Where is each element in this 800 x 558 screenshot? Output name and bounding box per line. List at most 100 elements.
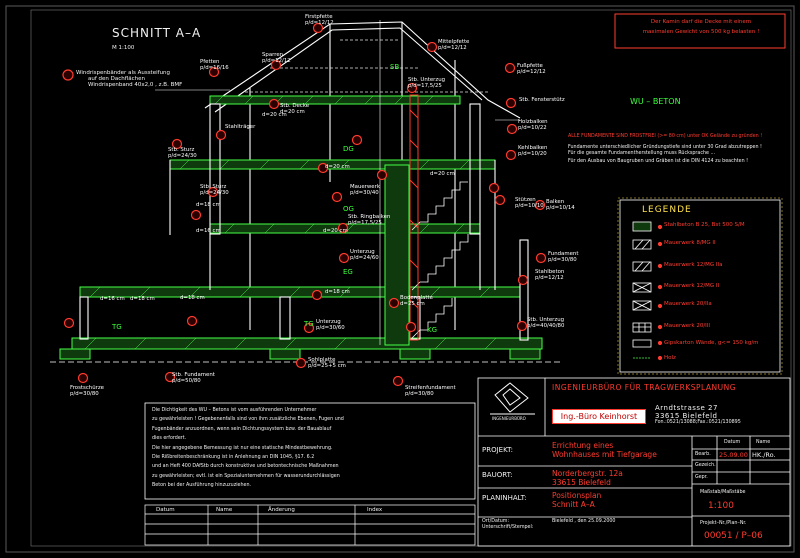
- address-line: 33615 Bielefeld: [655, 412, 718, 420]
- callout-label: Stb. Ringbalken p/d=17,5/25: [348, 214, 391, 226]
- bauort-line: Norderbergstr. 12a: [552, 469, 623, 478]
- bauort-value: Norderbergstr. 12a 33615 Bielefeld: [552, 469, 623, 487]
- floor-label-og: OG: [343, 205, 354, 213]
- floor-label-kg: KG: [427, 326, 438, 334]
- callout-label: Stahlträger: [225, 124, 256, 130]
- callout-label: Bodenplatte d=25 cm: [400, 295, 433, 307]
- callout-label: Stb. Decke d=20 cm: [280, 103, 310, 115]
- bauort-line: 33615 Bielefeld: [552, 478, 611, 487]
- callout-label: Unterzug p/d=24/60: [350, 249, 379, 261]
- callout-label: Stb. Fundament p/d=50/80: [172, 372, 215, 384]
- floor-label-dg: DG: [343, 145, 354, 153]
- revision-header-index: Index: [367, 507, 383, 513]
- notes-line: Fugenbänder anzuordnen, wenn sein Dichtu…: [152, 426, 332, 432]
- revision-header-aenderung: Änderung: [268, 507, 295, 513]
- mini-row-datum: 25.09.00: [719, 451, 748, 459]
- wall-note-line: Windrispenband 40x2,0 , z.B. BMF: [88, 82, 183, 88]
- callout-label: Balken p/d=10/14: [546, 199, 575, 211]
- wall-note-line: Windrispenbänder als Aussteifung: [76, 70, 171, 76]
- callout-label: d=18 cm: [130, 296, 155, 302]
- mini-row-name: HK./Ro.: [752, 451, 776, 459]
- projekt-value: Errichtung eines Wohnhauses mit Tiefgara…: [552, 441, 657, 459]
- notes-line: zu gewährleisten; evtl. ist ein Spezialu…: [152, 473, 340, 479]
- dimension-label: d=16 cm: [196, 228, 221, 234]
- logo-caption: INGENIEURBÜRO: [492, 416, 526, 421]
- unterschrift-label: Unterschrift/Stempel:: [482, 525, 534, 530]
- ort-value: Bielefeld , den 25.09.2000: [552, 519, 616, 524]
- planinhalt-line: Positionsplan: [552, 491, 602, 500]
- floor-label-eg: EG: [343, 268, 353, 276]
- callout-label: Fußpfette p/d=12/12: [517, 63, 546, 75]
- callout-label: d=18 cm: [196, 202, 221, 208]
- projnr-label: Projekt–Nr./Plan–Nr.: [700, 521, 747, 526]
- drawing-title: SCHNITT A–A: [112, 26, 202, 40]
- address-line: Arndtstrasse 27: [655, 404, 718, 412]
- callout-markers: [62, 22, 547, 387]
- legend-item: Mauerwerk 8/MG II: [664, 240, 716, 246]
- revision-header-datum: Datum: [156, 507, 175, 513]
- wu-beton-notes: Die Dichtigkeit des WU – Betons ist vom …: [152, 408, 470, 489]
- foundation-note-line: ALLE FUNDAMENTE SIND FROSTFREI (>= 80 cm…: [568, 134, 763, 139]
- office-heading: INGENIEURBÜRO FÜR TRAGWERKSPLANUNG: [552, 383, 737, 392]
- office-name: Ing.-Büro Keinhorst: [560, 412, 638, 421]
- bauort-label: BAUORT:: [482, 471, 513, 479]
- callout-label: Mauerwerk p/d=30/40: [350, 184, 380, 196]
- office-name-box: Ing.-Büro Keinhorst: [552, 409, 646, 424]
- callout-label: Stb. Sturz p/d=24/30: [168, 147, 197, 159]
- planinhalt-line: Schnitt A–A: [552, 500, 595, 509]
- callout-label: d=20 cm: [325, 164, 350, 170]
- legend-title: LEGENDE: [642, 205, 692, 215]
- dimension-label: d=20 cm: [262, 112, 287, 118]
- callout-label: Stb. Unterzug p/d=17,5/25: [408, 77, 446, 89]
- callout-label: Kehlbalken p/d=10/20: [518, 145, 548, 157]
- drawing-scale: M 1:100: [112, 45, 135, 51]
- notes-line: dies erfordert.: [152, 436, 187, 442]
- callout-label: Firstpfette p/d=12/12: [305, 14, 334, 26]
- callout-label: Frostschürze p/d=30/80: [70, 385, 104, 397]
- massstab-value: 1:100: [708, 501, 734, 511]
- planinhalt-label: PLANINHALT:: [482, 494, 527, 502]
- callout-label: Sohlplatte p/d=25+5 cm: [308, 357, 346, 369]
- projekt-label: PROJEKT:: [482, 446, 513, 454]
- revision-header-name: Name: [216, 507, 233, 513]
- dimension-label: d=16 cm: [100, 296, 125, 302]
- office-address: Arndtstrasse 27 33615 Bielefeld Fon.:052…: [655, 404, 741, 425]
- legend-item: Stahlbeton B 25, Bst 500 S/M: [664, 222, 745, 228]
- callout-label: d=18 cm: [325, 289, 350, 295]
- foundation-note-line: Für die gesamte Fundamentherstellung mus…: [568, 150, 716, 156]
- wall-note-line: auf den Dachflächen: [88, 76, 145, 82]
- legend-list: Stahlbeton B 25, Bst 500 S/M Mauerwerk 8…: [664, 222, 759, 361]
- callout-label: Stb. Sturz p/d=24/30: [200, 184, 229, 196]
- legend-item: Mauerwerk 12/MG II: [664, 283, 720, 289]
- projekt-line: Errichtung eines: [552, 441, 614, 450]
- foundation-note-line: Für den Ausbau von Baugruben und Gräben …: [568, 159, 749, 165]
- mini-row-label: Bearb.: [695, 452, 711, 457]
- mini-header-name: Name: [756, 440, 771, 445]
- wu-beton-label: WU – BETON: [630, 97, 681, 106]
- callout-label: Fundament p/d=30/80: [548, 251, 579, 263]
- notes-line: Die Rißbreitenbeschränkung ist in Anlehn…: [152, 455, 315, 461]
- foundation-note: ALLE FUNDAMENTE SIND FROSTFREI (>= 80 cm…: [568, 134, 788, 165]
- notes-line: Beton bei der Ausführung hinzuzuziehen.: [152, 483, 252, 489]
- callout-label: Stb. Fensterstütz: [519, 97, 565, 103]
- foundations: [59, 348, 541, 360]
- office-logo: [490, 382, 535, 415]
- legend-swatches: [632, 221, 652, 359]
- legend-item: Holz: [664, 355, 676, 361]
- dimension-label: d=20 cm: [430, 171, 455, 177]
- legend-item: Mauerwerk 20/IIa: [664, 301, 712, 307]
- legend-item: Mauerwerk 12/MG IIa: [664, 262, 723, 268]
- mini-row-label: Gezeich.: [695, 463, 716, 468]
- floor-label-tg-left: TG: [112, 323, 122, 331]
- warning-line: maximalen Gewicht von 500 kg belasten !: [642, 29, 760, 35]
- dimension-label: d=18 cm: [180, 295, 205, 301]
- notes-line: Die hier angegebene Bemessung ist nur ei…: [152, 445, 333, 451]
- mini-row-label: Gepr.: [695, 475, 708, 480]
- planinhalt-value: Positionsplan Schnitt A–A: [552, 491, 601, 509]
- floor-slabs: [71, 95, 543, 350]
- warning-note: Der Kamin darf die Decke mit einem maxim…: [620, 19, 782, 35]
- floor-label-sb: SB: [390, 63, 400, 71]
- callout-label: Mittelpfette p/d=12/12: [438, 39, 470, 51]
